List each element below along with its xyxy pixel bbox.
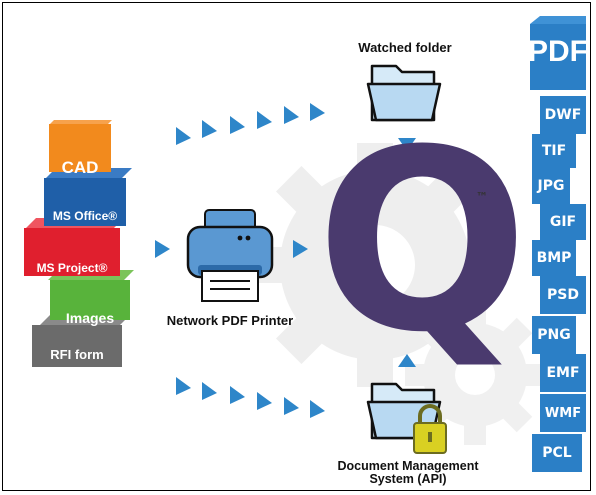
output-format-dwf: DWF: [544, 107, 582, 123]
q-logo: Q ™: [316, 112, 529, 372]
arrow-icon: [230, 386, 245, 404]
cad-block: [49, 124, 111, 172]
arrow-icon: [257, 392, 272, 410]
arrow-icon: [310, 400, 325, 418]
output-stack: [530, 16, 586, 472]
input-label-ms-office: MS Office®: [52, 209, 118, 223]
dms-label-line2: System (API): [369, 472, 447, 486]
output-format-png: PNG: [537, 327, 571, 343]
arrow-icon: [176, 377, 191, 395]
arrow-icon: [310, 103, 325, 121]
input-label-ms-project: MS Project®: [36, 261, 108, 275]
output-format-tif: TIF: [541, 143, 567, 159]
arrow-icon: [202, 382, 217, 400]
input-stack: [24, 120, 134, 367]
arrow-icon: [230, 116, 245, 134]
output-format-wmf: WMF: [544, 405, 582, 421]
folder-icon: [366, 64, 442, 122]
arrow-icon: [398, 138, 416, 151]
output-format-gif: GIF: [549, 214, 577, 230]
locked-folder-icon: [366, 382, 447, 454]
output-pdf: PDF: [528, 35, 588, 68]
input-label-images: Images: [65, 310, 115, 326]
printer-label: Network PDF Printer: [166, 313, 294, 328]
output-format-jpg: JPG: [537, 178, 565, 194]
arrow-icon: [155, 240, 170, 258]
trademark-symbol: ™: [476, 190, 488, 204]
q-letter: Q: [316, 96, 529, 387]
arrow-icon: [257, 111, 272, 129]
arrow-icon: [202, 120, 217, 138]
rfi-form-block: [32, 325, 122, 367]
output-format-emf: EMF: [546, 365, 580, 381]
arrow-icon: [500, 240, 515, 258]
gear-background-icon: [253, 143, 497, 387]
input-label-rfi-form: RFI form: [50, 347, 104, 362]
ms-office-block: [44, 178, 126, 226]
arrow-icon: [398, 354, 416, 367]
dms-label-line1: Document Management: [337, 459, 479, 473]
diagram-frame: [2, 2, 591, 491]
arrow-icon: [176, 127, 191, 145]
output-format-psd: PSD: [547, 287, 579, 303]
gear-background-small-icon: [405, 305, 545, 445]
arrow-icon: [293, 240, 308, 258]
printer-icon: [186, 209, 274, 302]
ms-project-block: [24, 228, 120, 276]
arrow-icon: [284, 397, 299, 415]
arrow-icon: [284, 106, 299, 124]
input-label-cad: CAD: [61, 158, 99, 177]
watched-folder-label: Watched folder: [358, 40, 452, 55]
images-block: [50, 280, 130, 320]
output-format-pcl: PCL: [542, 445, 572, 461]
output-format-bmp: BMP: [536, 250, 572, 266]
